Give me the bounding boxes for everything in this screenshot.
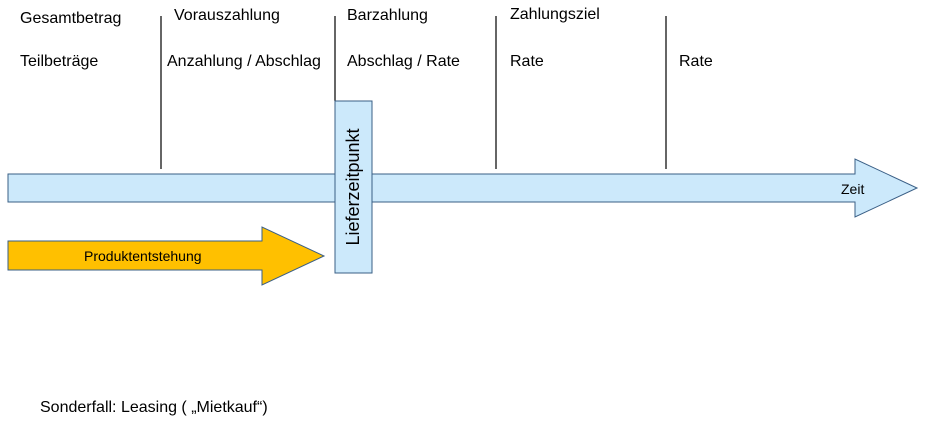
footnote-leasing: Sonderfall: Leasing ( „Mietkauf“) bbox=[40, 399, 268, 416]
time-arrow-label: Zeit bbox=[841, 181, 865, 197]
time-arrow bbox=[7, 158, 919, 218]
label-zahlungsziel: Zahlungsziel bbox=[510, 6, 600, 23]
production-arrow bbox=[7, 226, 326, 286]
label-abschlag-rate: Abschlag / Rate bbox=[347, 53, 460, 70]
label-teilbetraege: Teilbeträge bbox=[20, 53, 99, 70]
label-rate-2: Rate bbox=[679, 53, 713, 70]
label-barzahlung: Barzahlung bbox=[347, 7, 428, 24]
production-arrow-label: Produktentstehung bbox=[84, 248, 202, 264]
label-rate-1: Rate bbox=[510, 53, 544, 70]
label-anzahlung-abschlag: Anzahlung / Abschlag bbox=[167, 53, 321, 70]
delivery-box-label: Lieferzeitpunkt bbox=[343, 128, 363, 246]
label-vorauszahlung: Vorauszahlung bbox=[174, 7, 280, 24]
label-gesamtbetrag: Gesamtbetrag bbox=[20, 10, 122, 27]
delivery-box bbox=[334, 100, 373, 274]
